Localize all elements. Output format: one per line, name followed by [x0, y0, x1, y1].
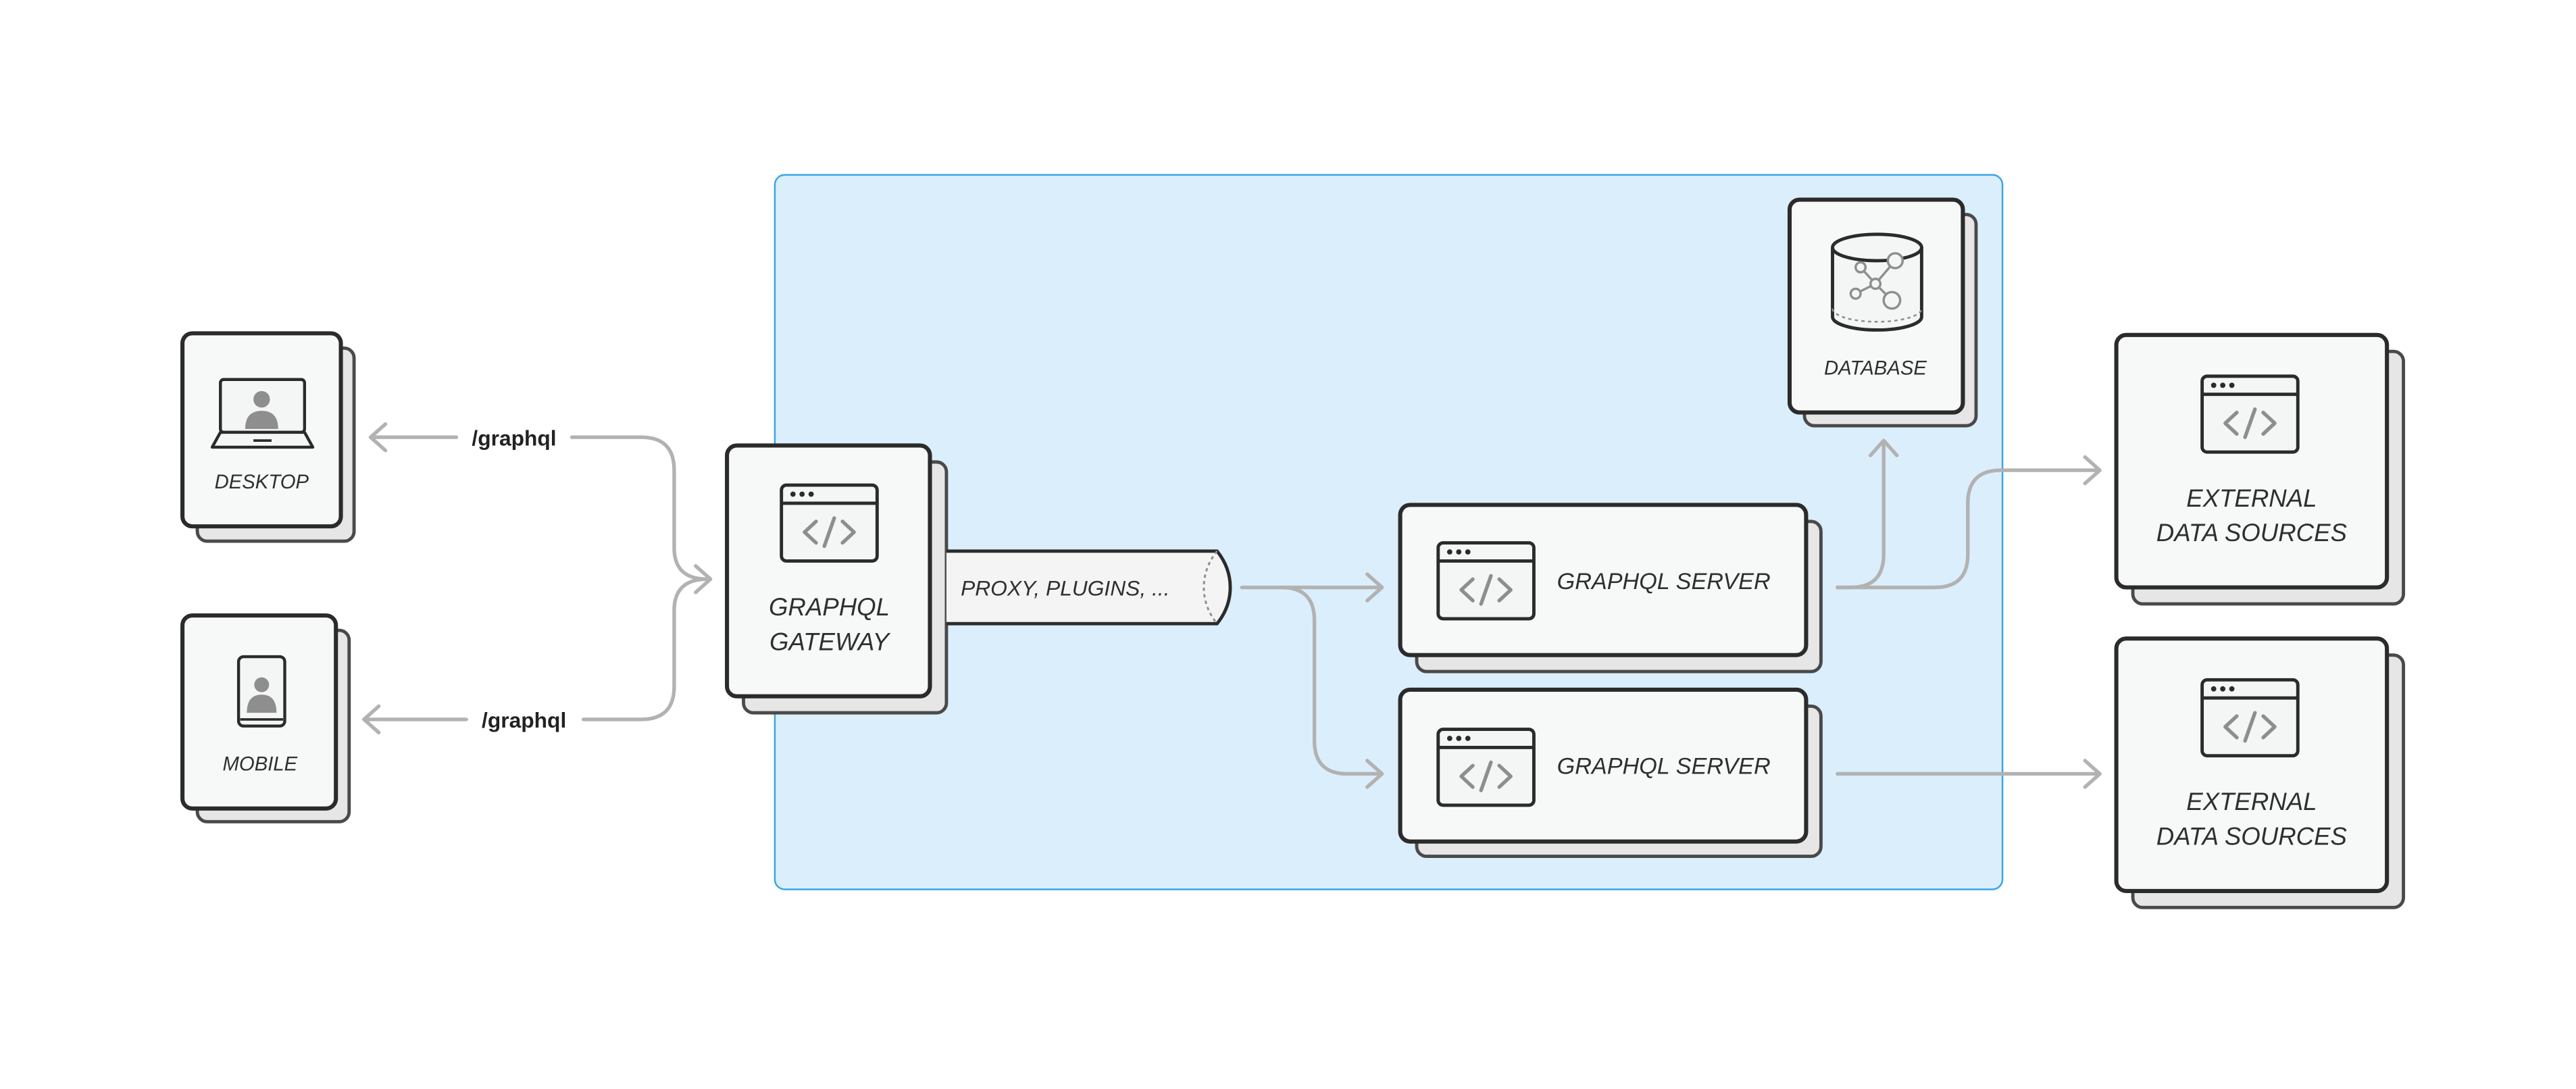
arrowhead-server-bottom	[1365, 759, 1384, 789]
desktop-node: DESKTOP	[180, 331, 356, 543]
server-to-external-top-line	[1836, 468, 2100, 590]
pipe-to-server-bottom-line	[1280, 585, 1382, 776]
database-node: DATABASE	[1787, 197, 1978, 428]
pipe-end-curve	[1203, 550, 1218, 625]
mobile-route-label: /graphql	[482, 708, 566, 732]
external-top-node: EXTERNAL DATA SOURCES	[2114, 332, 2406, 606]
pipe-node: PROXY, PLUGINS, ...	[946, 549, 1232, 626]
pipe-label: PROXY, PLUGINS, ...	[961, 576, 1169, 601]
arrowhead-mobile	[362, 704, 381, 735]
external-bottom-label-line1: EXTERNAL	[2186, 788, 2317, 815]
server-bottom-node: GRAPHQL SERVER	[1398, 687, 1823, 859]
code-window-icon	[2202, 680, 2298, 755]
mobile-label: MOBILE	[223, 753, 298, 776]
server-top-label: GRAPHQL SERVER	[1557, 569, 1771, 594]
database-label: DATABASE	[1824, 357, 1927, 379]
external-bottom-label-line2: DATA SOURCES	[2156, 823, 2348, 851]
desktop-route-line-right	[570, 435, 709, 581]
external-bottom-node: EXTERNAL DATA SOURCES	[2114, 636, 2406, 909]
mobile-node: MOBILE	[180, 613, 351, 824]
desktop-route-label: /graphql	[472, 426, 556, 450]
gateway-label-line1: GRAPHQL	[769, 593, 890, 621]
code-window-icon	[1438, 543, 1534, 619]
arrowhead-server-top	[1365, 572, 1384, 603]
pipe-cylinder	[946, 549, 1232, 626]
code-window-icon	[2202, 376, 2298, 452]
arrowhead-external-top	[2083, 455, 2102, 486]
arrowhead-database	[1868, 438, 1899, 457]
desktop-label: DESKTOP	[215, 471, 309, 493]
gateway-label-line2: GATEWAY	[769, 628, 891, 655]
code-window-icon	[1438, 730, 1534, 805]
phone-user-icon	[236, 655, 286, 728]
code-window-icon	[782, 485, 878, 561]
external-top-label-line1: EXTERNAL	[2186, 484, 2317, 512]
arrowhead-desktop	[368, 422, 388, 453]
gateway-node: GRAPHQL GATEWAY	[725, 443, 949, 715]
arrowhead-external-bottom	[2083, 759, 2102, 789]
external-top-label-line2: DATA SOURCES	[2156, 519, 2348, 547]
mobile-route-line-right	[581, 577, 709, 721]
connectors	[362, 422, 2102, 789]
laptop-user-icon	[210, 378, 315, 449]
arrowhead-gateway	[693, 564, 713, 594]
database-graph-icon	[1831, 232, 1923, 332]
server-bottom-label: GRAPHQL SERVER	[1557, 753, 1771, 779]
server-top-node: GRAPHQL SERVER	[1398, 503, 1823, 674]
